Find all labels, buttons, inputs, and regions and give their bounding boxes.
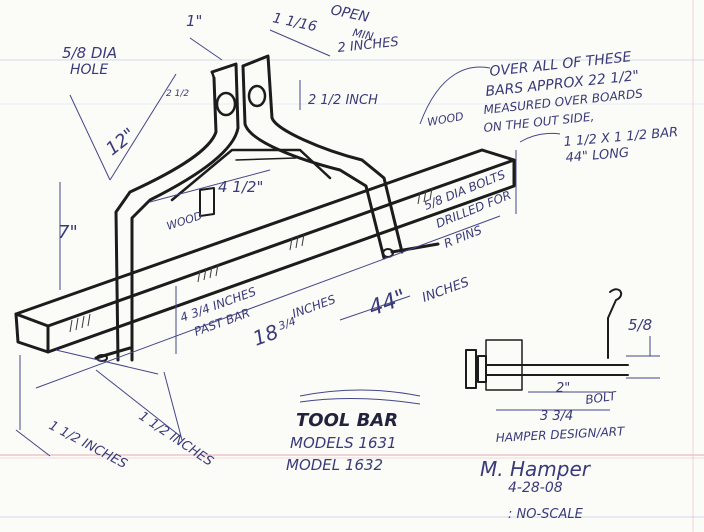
title-block: TOOL BAR MODELS 1631 MODEL 1632 (286, 410, 398, 474)
bar-end-face (14, 312, 50, 354)
open-min-value: 1 1/16 (271, 10, 318, 35)
wood-top-label: WOOD (426, 110, 464, 129)
top-width-label: 1" (186, 12, 202, 30)
wood-left-label: WOOD (165, 209, 204, 233)
dim-3-3-4-label: 3 3/4 (540, 409, 573, 424)
base-width-label: 4 1/2" (218, 178, 263, 196)
wood-block-left (199, 187, 215, 217)
annotations: 5/8 DIA HOLE 1" 1 1/16 OPEN MIN. 2 INCHE… (46, 2, 679, 472)
open-min-word: OPEN (329, 2, 371, 26)
bar-side-face (46, 158, 516, 354)
signature-date: 4-28-08 (508, 480, 563, 496)
pin-dia-label: 5/8 (628, 316, 652, 334)
dim-2-label: 2" (556, 381, 570, 396)
hole-word-label: HOLE (70, 62, 108, 78)
corner-dim-label: 2 1/2 (166, 89, 189, 99)
dim-18-word: INCHES (290, 292, 338, 321)
bolt-word-label: BOLT (584, 389, 618, 407)
dim-18-whole: 18 (250, 319, 282, 350)
dim-18-frac: 3/4 (277, 315, 298, 333)
right-upright-outer (241, 54, 404, 254)
title-label: TOOL BAR (296, 410, 398, 431)
model-1-label: MODELS 1631 (290, 434, 397, 452)
height-7-label: 7" (58, 222, 78, 243)
model-2-label: MODEL 1632 (286, 456, 383, 474)
plate-width-label: 2 INCHES (337, 35, 400, 56)
dim-44-label: 44" (366, 285, 410, 322)
signature-name: M. Hamper (480, 457, 592, 481)
left-hole (215, 91, 237, 117)
signature-block: M. Hamper 4-28-08 : NO-SCALE (480, 457, 592, 522)
frame-assembly (94, 54, 440, 362)
dimension-lines (15, 29, 561, 457)
right-upright-inner (241, 64, 386, 260)
scale-note: : NO-SCALE (508, 507, 584, 522)
bar-size-line2: 44" LONG (565, 146, 630, 166)
thickness-left-label: 1 1/2 INCHES (46, 418, 129, 472)
detail-caption: HAMPER DESIGN/ART (495, 424, 626, 445)
left-upright-outer (130, 62, 240, 362)
base-plate (170, 148, 332, 202)
plate-height-label: 2 1/2 INCH (308, 93, 378, 108)
square-bar (14, 148, 516, 354)
left-upright-inner (114, 76, 218, 362)
right-hole (247, 84, 267, 108)
pin-detail: 5/8 2" BOLT 3 3/4 HAMPER DESIGN/ART (465, 288, 660, 445)
upright-length-label: 12" (102, 124, 140, 160)
hole-dia-label: 5/8 DIA (62, 44, 117, 62)
open-min-suffix: MIN. (351, 26, 378, 44)
dim-44-word: INCHES (420, 275, 471, 306)
